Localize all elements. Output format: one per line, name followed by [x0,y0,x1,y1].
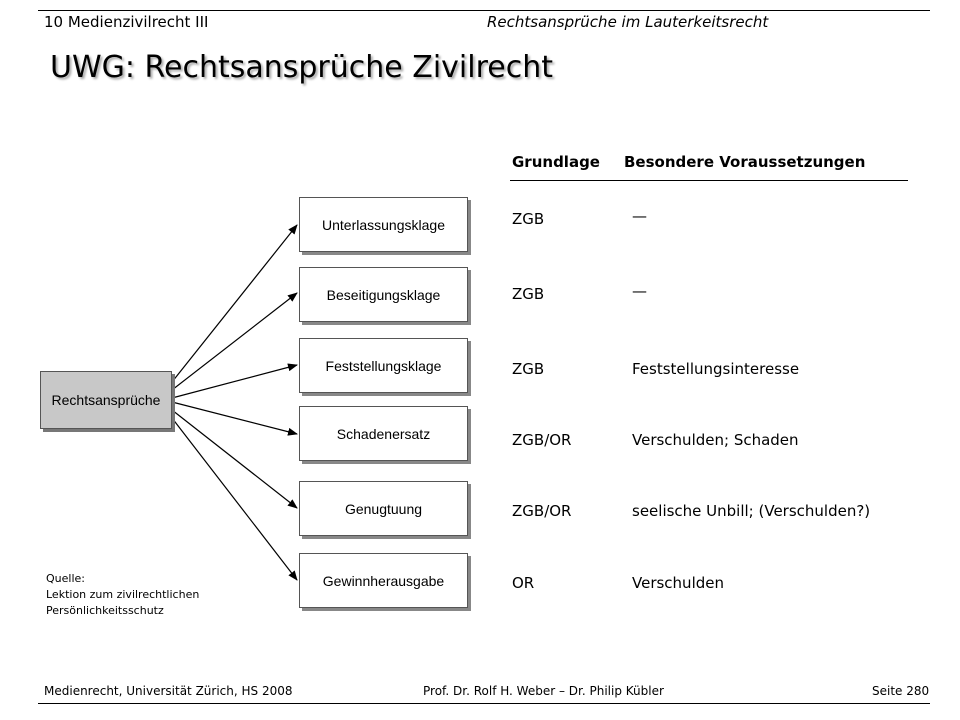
column-header-conditions: Besondere Voraussetzungen [624,153,866,171]
node-gewinnherausgabe: Gewinnherausgabe [299,553,468,608]
conditions-genugtuung: seelische Unbill; (Verschulden?) [632,502,871,520]
conditions-gewinnherausgabe: Verschulden [632,574,724,592]
arrow-gewinnherausgabe [171,417,298,581]
basis-schadenersatz: ZGB/OR [512,431,572,449]
page-title: UWG: Rechtsansprüche Zivilrecht [50,50,553,85]
source-label: Quelle: [46,572,85,585]
basis-gewinnherausgabe: OR [512,574,535,592]
basis-unterlassungsklage: ZGB [512,210,545,228]
arrow-unterlassungsklage [171,224,298,383]
source-line-2: Lektion zum zivilrechtlichen [46,588,200,601]
header-topic: Rechtsansprüche im Lauterkeitsrecht [487,13,769,31]
column-header-basis: Grundlage [512,153,600,171]
footer-page-number: Seite 280 [872,684,930,698]
header-chapter: 10 Medienzivilrecht III [44,13,209,31]
arrow-beseitigungsklage [171,292,298,391]
root-node-rechtsansprueche: Rechtsansprüche [40,371,172,429]
arrow-schadenersatz [171,401,298,436]
node-genugtuung: Genugtuung [299,481,468,536]
conditions-schadenersatz: Verschulden; Schaden [632,431,799,449]
arrow-genugtuung [171,409,298,509]
arrow-feststellungsklage [171,363,298,399]
conditions-feststellungsklage: Feststellungsinteresse [632,360,800,378]
footer-rule [38,703,930,704]
basis-feststellungsklage: ZGB [512,360,545,378]
source-line-3: Persönlichkeitsschutz [46,604,164,617]
footer-authors: Prof. Dr. Rolf H. Weber – Dr. Philip Küb… [423,684,664,698]
footer-course: Medienrecht, Universität Zürich, HS 2008 [44,684,293,698]
conditions-unterlassungsklage: — [632,207,647,225]
node-feststellungsklage: Feststellungsklage [299,338,468,393]
basis-beseitigungsklage: ZGB [512,285,545,303]
column-header-rule [510,180,908,181]
conditions-beseitigungsklage: — [632,282,647,300]
node-schadenersatz: Schadenersatz [299,406,468,461]
source-note: Quelle: Lektion zum zivilrechtlichen Per… [46,571,199,619]
node-beseitigungsklage: Beseitigungsklage [299,267,468,322]
header-rule [38,10,930,11]
node-unterlassungsklage: Unterlassungsklage [299,197,468,252]
basis-genugtuung: ZGB/OR [512,502,572,520]
